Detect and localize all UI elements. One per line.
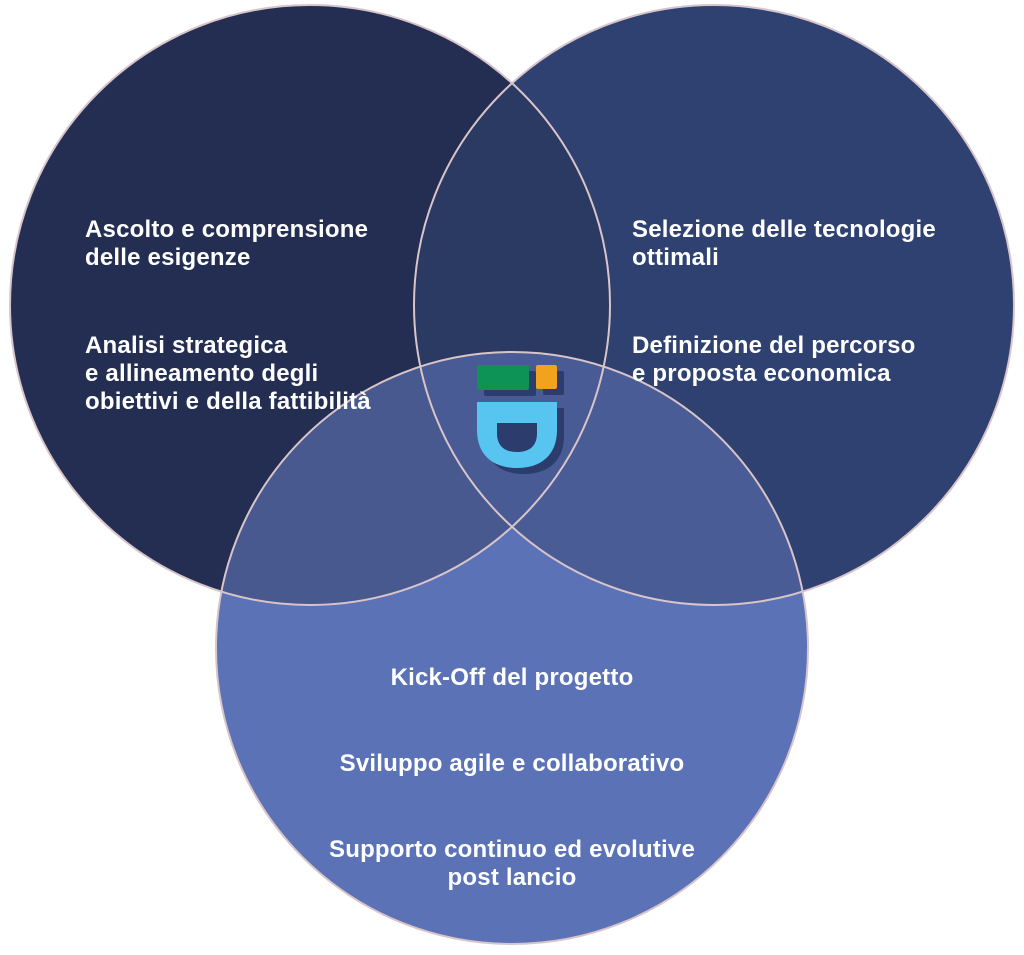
bottom-circle-outline [215, 351, 809, 945]
bottom-circle-text: Kick-Off del progetto Sviluppo agile e c… [262, 636, 762, 920]
bottom-circle-item: Kick-Off del progetto [390, 664, 634, 691]
logo-green-bar-icon [477, 365, 529, 390]
right-circle-text: Selezione delle tecnologie ottimali Defi… [632, 188, 972, 416]
bottom-circle-item: Supporto continuo ed evolutive post lanc… [329, 836, 695, 891]
logo-d-counter [497, 423, 537, 452]
left-circle-item: Ascolto e comprensione delle esigenze [85, 216, 369, 271]
bottom-circle-item: Sviluppo agile e collaborativo [339, 750, 685, 777]
left-circle-item: Analisi strategica e allineamento degli … [85, 332, 371, 415]
bottom-right-overlap-region [414, 352, 808, 605]
logo [477, 365, 564, 474]
right-circle-outline [413, 4, 1015, 606]
left-circle-text: Ascolto e comprensione delle esigenze An… [85, 188, 425, 444]
left-circle-outline [9, 4, 611, 606]
logo-orange-square-icon [536, 365, 557, 389]
bottom-left-overlap-region [216, 352, 610, 605]
right-circle-item: Definizione del percorso e proposta econ… [632, 332, 916, 387]
right-circle-item: Selezione delle tecnologie ottimali [632, 216, 936, 271]
